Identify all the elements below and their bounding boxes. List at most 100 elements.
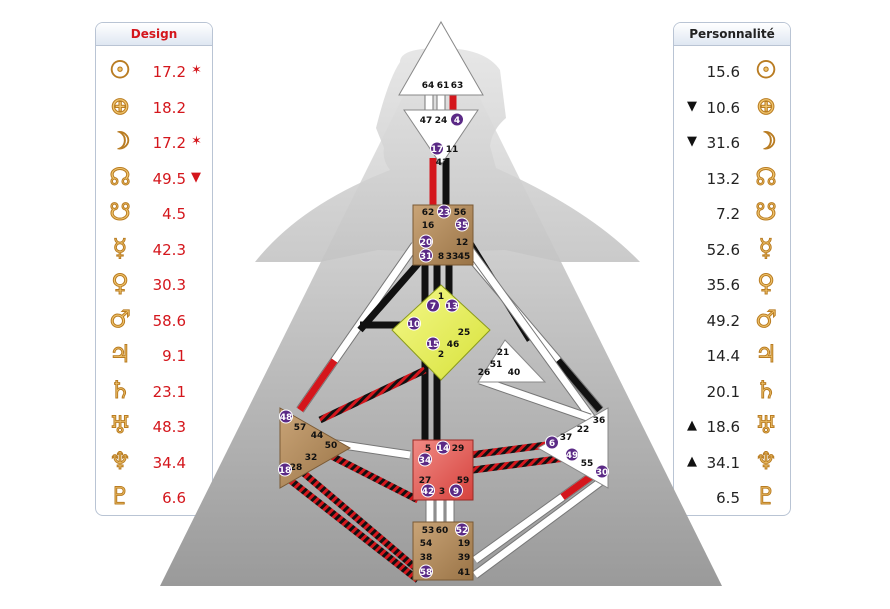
channel-both xyxy=(318,366,427,424)
gate-label: 60 xyxy=(436,526,449,536)
gate-label: 11 xyxy=(446,145,459,155)
south-node-icon: ☋ xyxy=(755,198,777,227)
design-gate-line: 9.1 xyxy=(162,347,186,365)
gate-activated-marker xyxy=(418,452,432,467)
design-gate-line: 6.6 xyxy=(162,489,186,507)
gate-label: 50 xyxy=(325,441,338,451)
personality-gate-line: 13.2 xyxy=(706,169,740,188)
gate-label: 8 xyxy=(438,252,444,262)
personality-gate-line: 20.1 xyxy=(706,382,740,401)
gate-label: 33 xyxy=(446,252,459,262)
saturn-icon: ♄ xyxy=(109,375,132,404)
gate-label: 35 xyxy=(456,221,469,231)
personality-row: ♃14.4 xyxy=(674,338,790,374)
fixing-mark: ▼ xyxy=(191,169,201,185)
personality-panel: Personnalité ☉15.6⊕10.6▼☽31.6▼☊13.2☋7.2☿… xyxy=(673,22,791,516)
gate-label: 53 xyxy=(422,526,435,536)
gate-label: 36 xyxy=(593,416,606,426)
gate-label: 18 xyxy=(279,466,292,476)
design-row: ♅48.3 xyxy=(96,409,212,445)
gate-label: 41 xyxy=(458,568,471,578)
personality-gate-line: 35.6 xyxy=(706,276,740,294)
gate-activated-marker xyxy=(430,141,444,156)
gate-label: 28 xyxy=(290,463,303,473)
personality-gate-line: 31.6 xyxy=(706,134,740,152)
sun-icon: ☉ xyxy=(755,56,778,85)
fixing-mark: ✶ xyxy=(191,63,202,78)
gate-label: 45 xyxy=(458,252,471,262)
personality-gate-line: 15.6 xyxy=(706,63,740,81)
gate-label: 59 xyxy=(457,476,470,486)
gate-label: 16 xyxy=(422,221,435,231)
personality-row: ♀35.6 xyxy=(674,267,790,303)
gate-activated-marker xyxy=(545,435,559,450)
gate-label: 30 xyxy=(596,468,609,478)
gate-label: 2 xyxy=(438,350,444,360)
gate-label: 56 xyxy=(454,208,467,218)
personality-row: ☽31.6▼ xyxy=(674,125,790,161)
personality-row: ♇6.5 xyxy=(674,480,790,515)
channel-personality xyxy=(357,255,426,333)
design-title: Design xyxy=(96,23,212,46)
north-node-icon: ☊ xyxy=(755,162,777,191)
gate-label: 31 xyxy=(420,252,433,262)
design-gate-line: 48.3 xyxy=(152,418,186,436)
gate-label: 10 xyxy=(408,320,421,330)
gate-label: 54 xyxy=(420,539,433,549)
personality-gate-line: 52.6 xyxy=(706,240,740,259)
channel-both xyxy=(287,477,421,583)
personality-gate-line: 49.2 xyxy=(706,311,740,330)
gate-activated-marker xyxy=(419,248,433,263)
personality-row: ♂49.2 xyxy=(674,303,790,339)
gate-label: 5 xyxy=(425,444,431,454)
gate-label: 4 xyxy=(454,116,460,126)
saturn-icon: ♄ xyxy=(755,375,778,404)
gate-label: 51 xyxy=(490,360,503,370)
gate-activated-marker xyxy=(421,483,435,498)
personality-row: ♄ 20.1 xyxy=(674,374,790,410)
gate-activated-marker xyxy=(449,483,463,498)
personality-row: ☿ 52.6 xyxy=(674,232,790,268)
design-row: ☋4.5 xyxy=(96,196,212,232)
gate-activated-marker xyxy=(407,316,421,331)
spleen-center xyxy=(279,407,352,489)
fixing-mark: ▲ xyxy=(687,453,697,469)
design-row: ♇ 6.6 xyxy=(96,480,212,515)
gate-label: 24 xyxy=(435,116,448,126)
gate-label: 9 xyxy=(453,487,459,497)
design-gate-line: 42.3 xyxy=(152,240,186,259)
neptune-icon: ♆ xyxy=(755,446,778,475)
gate-label: 14 xyxy=(437,444,450,454)
design-row: ⊕18.2 xyxy=(96,90,212,126)
gate-label: 34 xyxy=(419,456,432,466)
gate-label: 49 xyxy=(566,451,579,461)
uranus-icon: ♅ xyxy=(755,411,778,440)
head-center xyxy=(398,20,484,96)
fixing-mark: ▼ xyxy=(687,98,697,114)
gate-label: 47 xyxy=(420,116,433,126)
gate-label: 61 xyxy=(437,81,450,91)
gate-label: 39 xyxy=(458,553,471,563)
personality-row: ☊ 13.2 xyxy=(674,161,790,197)
personality-row: ☋7.2 xyxy=(674,196,790,232)
channel-both xyxy=(297,467,421,573)
moon-icon: ☽ xyxy=(755,127,778,156)
mercury-icon: ☿ xyxy=(112,233,128,262)
g-center xyxy=(391,284,491,381)
gate-label: 6 xyxy=(549,439,555,449)
mercury-icon: ☿ xyxy=(758,233,774,262)
venus-icon: ♀ xyxy=(111,269,130,298)
personality-gate-line: 14.4 xyxy=(706,347,740,365)
gate-label: 42 xyxy=(422,487,435,497)
gate-activated-marker xyxy=(455,522,469,537)
gate-label: 1 xyxy=(438,292,444,302)
jupiter-icon: ♃ xyxy=(109,340,132,369)
gate-activated-marker xyxy=(455,217,469,232)
gate-label: 29 xyxy=(452,444,465,454)
gate-label: 63 xyxy=(451,81,464,91)
design-row: ☽17.2✶ xyxy=(96,125,212,161)
north-node-icon: ☊ xyxy=(109,162,131,191)
pluto-icon: ♇ xyxy=(109,482,132,511)
design-gate-line: 49.5 xyxy=(152,169,186,188)
design-row: ♆34.4 xyxy=(96,445,212,481)
